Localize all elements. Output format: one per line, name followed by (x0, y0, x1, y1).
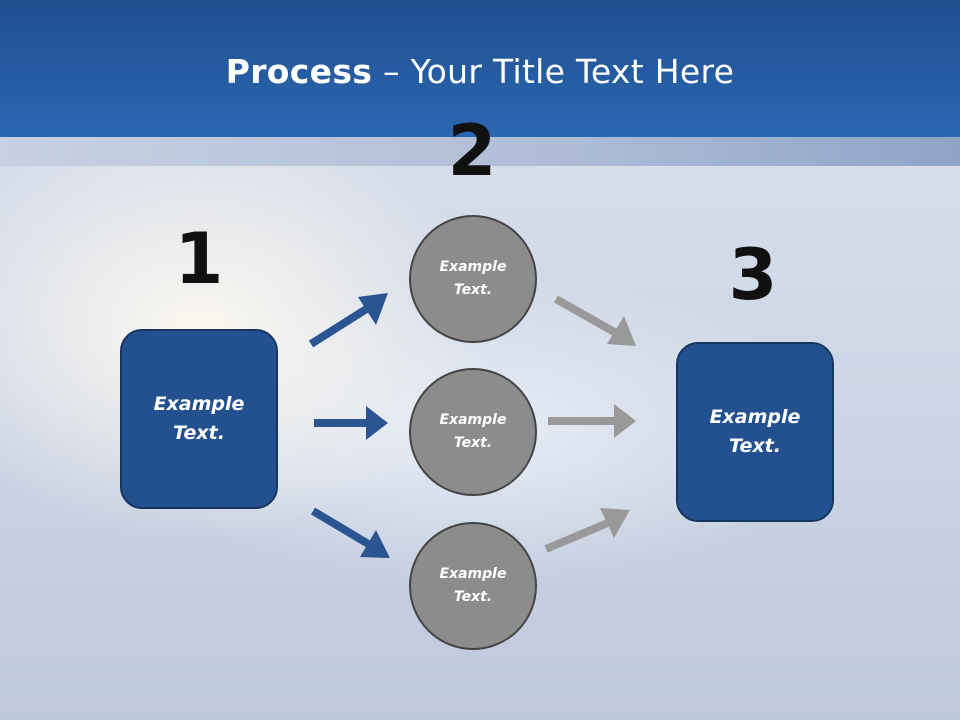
step-number-3: 3 (728, 234, 778, 316)
left-process-box: Example Text. (120, 329, 278, 509)
slide-title: Process – Your Title Text Here (0, 52, 960, 91)
circle-middle-line1: Example (439, 412, 507, 428)
title-bold: Process (225, 52, 373, 91)
header-bar (0, 0, 960, 137)
circle-middle-line2: Text. (453, 435, 493, 451)
circle-bottom-line2: Text. (453, 589, 493, 605)
step-number-1: 1 (174, 218, 224, 300)
arrow-left-to-top (308, 293, 388, 348)
right-process-box: Example Text. (676, 342, 834, 522)
step-number-2: 2 (447, 110, 497, 192)
arrow-left-to-middle (314, 406, 388, 440)
title-rest: – Your Title Text Here (372, 52, 735, 91)
header-strip (0, 137, 960, 166)
right-box-line2: Text. (729, 435, 781, 457)
process-circle-bottom: Example Text. (409, 522, 537, 650)
process-circle-middle: Example Text. (409, 368, 537, 496)
circle-top-line1: Example (439, 259, 507, 275)
process-circle-top: Example Text. (409, 215, 537, 343)
left-box-line2: Text. (173, 422, 225, 444)
left-box-line1: Example (153, 393, 245, 415)
right-box-line1: Example (709, 406, 801, 428)
arrow-bottom-to-right (544, 508, 630, 553)
arrow-middle-to-right (548, 404, 636, 438)
circle-bottom-line1: Example (439, 566, 507, 582)
arrow-top-to-right (554, 295, 636, 346)
arrow-left-to-bottom (310, 507, 390, 558)
circle-top-line2: Text. (453, 282, 493, 298)
